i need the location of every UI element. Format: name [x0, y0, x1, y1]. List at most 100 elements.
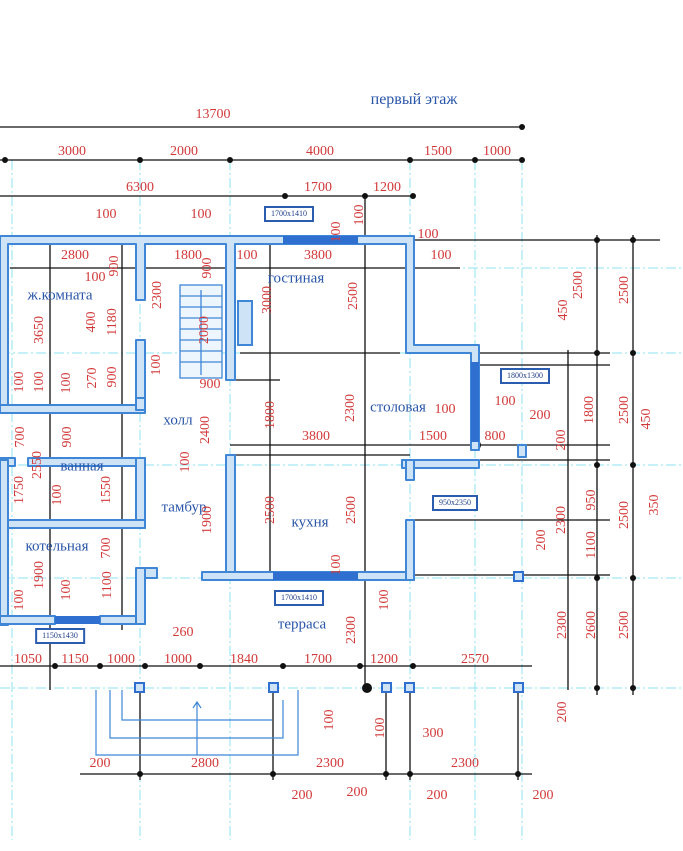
- floor-title: первый этаж: [370, 91, 458, 108]
- room-label-bathroom: ванная: [60, 458, 104, 475]
- room-label-bedroom: ж.комната: [27, 287, 93, 304]
- room-label-boiler-room: котельная: [25, 538, 89, 555]
- dimension-label: 3800: [302, 429, 330, 444]
- dimension-label-vertical: 900: [200, 257, 215, 279]
- dimension-label-vertical: 1550: [99, 476, 114, 504]
- dimension-label-vertical: 2500: [617, 611, 632, 639]
- dimension-label: 1500: [419, 429, 447, 444]
- dimension-label-vertical: 2300: [150, 281, 165, 309]
- dimension-label-vertical: 1750: [12, 476, 27, 504]
- stairs: [179, 284, 223, 379]
- room-label-living-room: гостиная: [267, 270, 325, 287]
- room-label-kitchen: кухня: [291, 514, 329, 531]
- dimension-label: 2800: [191, 756, 219, 771]
- dimension-label: 900: [199, 377, 221, 392]
- dimension-label-vertical: 200: [534, 529, 549, 551]
- room-label-hall: холл: [163, 412, 193, 429]
- dimension-label: 100: [417, 227, 439, 242]
- dimension-label: 1200: [370, 652, 398, 667]
- window-tag: 1800x1300: [500, 368, 550, 384]
- dimension-label: 100: [434, 402, 456, 417]
- dimension-label: 200: [426, 788, 448, 803]
- dimension-label-vertical: 2500: [344, 496, 359, 524]
- dimension-label: 100: [190, 207, 212, 222]
- dimension-label: 100: [95, 207, 117, 222]
- dimension-label-vertical: 100: [32, 371, 47, 393]
- dimension-label: 1150: [61, 652, 89, 667]
- dimension-label-vertical: 900: [105, 366, 120, 388]
- dimension-label-vertical: 1100: [100, 571, 115, 599]
- dimension-label-vertical: 2300: [343, 394, 358, 422]
- dimension-label-vertical: 100: [352, 204, 367, 226]
- dimension-label-vertical: 1800: [263, 401, 278, 429]
- dimension-label: 2800: [61, 248, 89, 263]
- dimension-label-vertical: 2300: [555, 611, 570, 639]
- dimension-label: 200: [346, 785, 368, 800]
- dimension-label: 1000: [107, 652, 135, 667]
- dimension-label-vertical: 2500: [617, 501, 632, 529]
- dimension-label-vertical: 2600: [584, 611, 599, 639]
- dimension-label-vertical: 100: [329, 221, 344, 243]
- dimension-label: 200: [89, 756, 111, 771]
- dimension-label-vertical: 200: [554, 429, 569, 451]
- dimension-label-vertical: 700: [99, 537, 114, 559]
- dimension-label-vertical: 1900: [32, 561, 47, 589]
- room-label-terrace: терраса: [277, 616, 327, 633]
- dimension-label-vertical: 3650: [32, 316, 47, 344]
- dimension-label: 3800: [304, 248, 332, 263]
- fireplace: [237, 300, 253, 346]
- dimension-label-vertical: 3000: [260, 286, 275, 314]
- dimension-label-vertical: 1900: [200, 506, 215, 534]
- dimension-label-vertical: 1800: [582, 396, 597, 424]
- dimension-label-vertical: 450: [556, 299, 571, 321]
- dimension-label-vertical: 2300: [554, 506, 569, 534]
- dimension-label-vertical: 400: [84, 311, 99, 333]
- dimension-label-vertical: 2500: [571, 271, 586, 299]
- dimension-label: 4000: [306, 144, 334, 159]
- window-tag: 1150x1430: [35, 628, 85, 644]
- dimension-label: 1700: [304, 652, 332, 667]
- dimension-label-vertical: 450: [639, 408, 654, 430]
- dimension-label-vertical: 950: [584, 489, 599, 511]
- dimension-label: 1200: [373, 180, 401, 195]
- dimension-label: 1000: [164, 652, 192, 667]
- dimension-label: 1700: [304, 180, 332, 195]
- dimension-label-vertical: 100: [59, 579, 74, 601]
- dimension-label-vertical: 100: [373, 717, 388, 739]
- dimension-label: 1050: [14, 652, 42, 667]
- dimension-label-vertical: 100: [329, 554, 344, 576]
- dimension-label-vertical: 100: [12, 589, 27, 611]
- window-tag: 950x2350: [432, 495, 478, 511]
- dimension-label: 2570: [461, 652, 489, 667]
- dimension-label-vertical: 2550: [30, 451, 45, 479]
- window-tag: 1700x1410: [274, 590, 324, 606]
- dimension-label: 200: [529, 408, 551, 423]
- dimension-label-vertical: 2500: [263, 496, 278, 524]
- dimension-label: 100: [84, 270, 106, 285]
- dimension-label-vertical: 2500: [346, 282, 361, 310]
- terrace-columns: [134, 571, 524, 693]
- dimension-label: 800: [484, 429, 506, 444]
- dimension-label-vertical: 2300: [344, 616, 359, 644]
- dimension-label: 1000: [483, 144, 511, 159]
- dimension-label-vertical: 100: [59, 372, 74, 394]
- dimension-label: 13700: [195, 107, 231, 122]
- dimension-label-vertical: 2400: [198, 416, 213, 444]
- dimension-label-vertical: 900: [60, 426, 75, 448]
- room-label-dining-room: столовая: [370, 399, 426, 416]
- dimension-label-vertical: 100: [178, 451, 193, 473]
- dimension-label-vertical: 100: [149, 354, 164, 376]
- dimension-label-vertical: 100: [12, 371, 27, 393]
- dimension-label: 1500: [424, 144, 452, 159]
- dimension-label-vertical: 1180: [105, 308, 120, 336]
- dimension-label-vertical: 270: [85, 367, 100, 389]
- dimension-label: 100: [494, 394, 516, 409]
- dimension-label: 1840: [230, 652, 258, 667]
- dimension-label-vertical: 2500: [617, 276, 632, 304]
- dimension-label: 6300: [126, 180, 154, 195]
- dimension-label: 100: [236, 248, 258, 263]
- window-openings: [55, 236, 479, 624]
- dimension-label-vertical: 100: [50, 484, 65, 506]
